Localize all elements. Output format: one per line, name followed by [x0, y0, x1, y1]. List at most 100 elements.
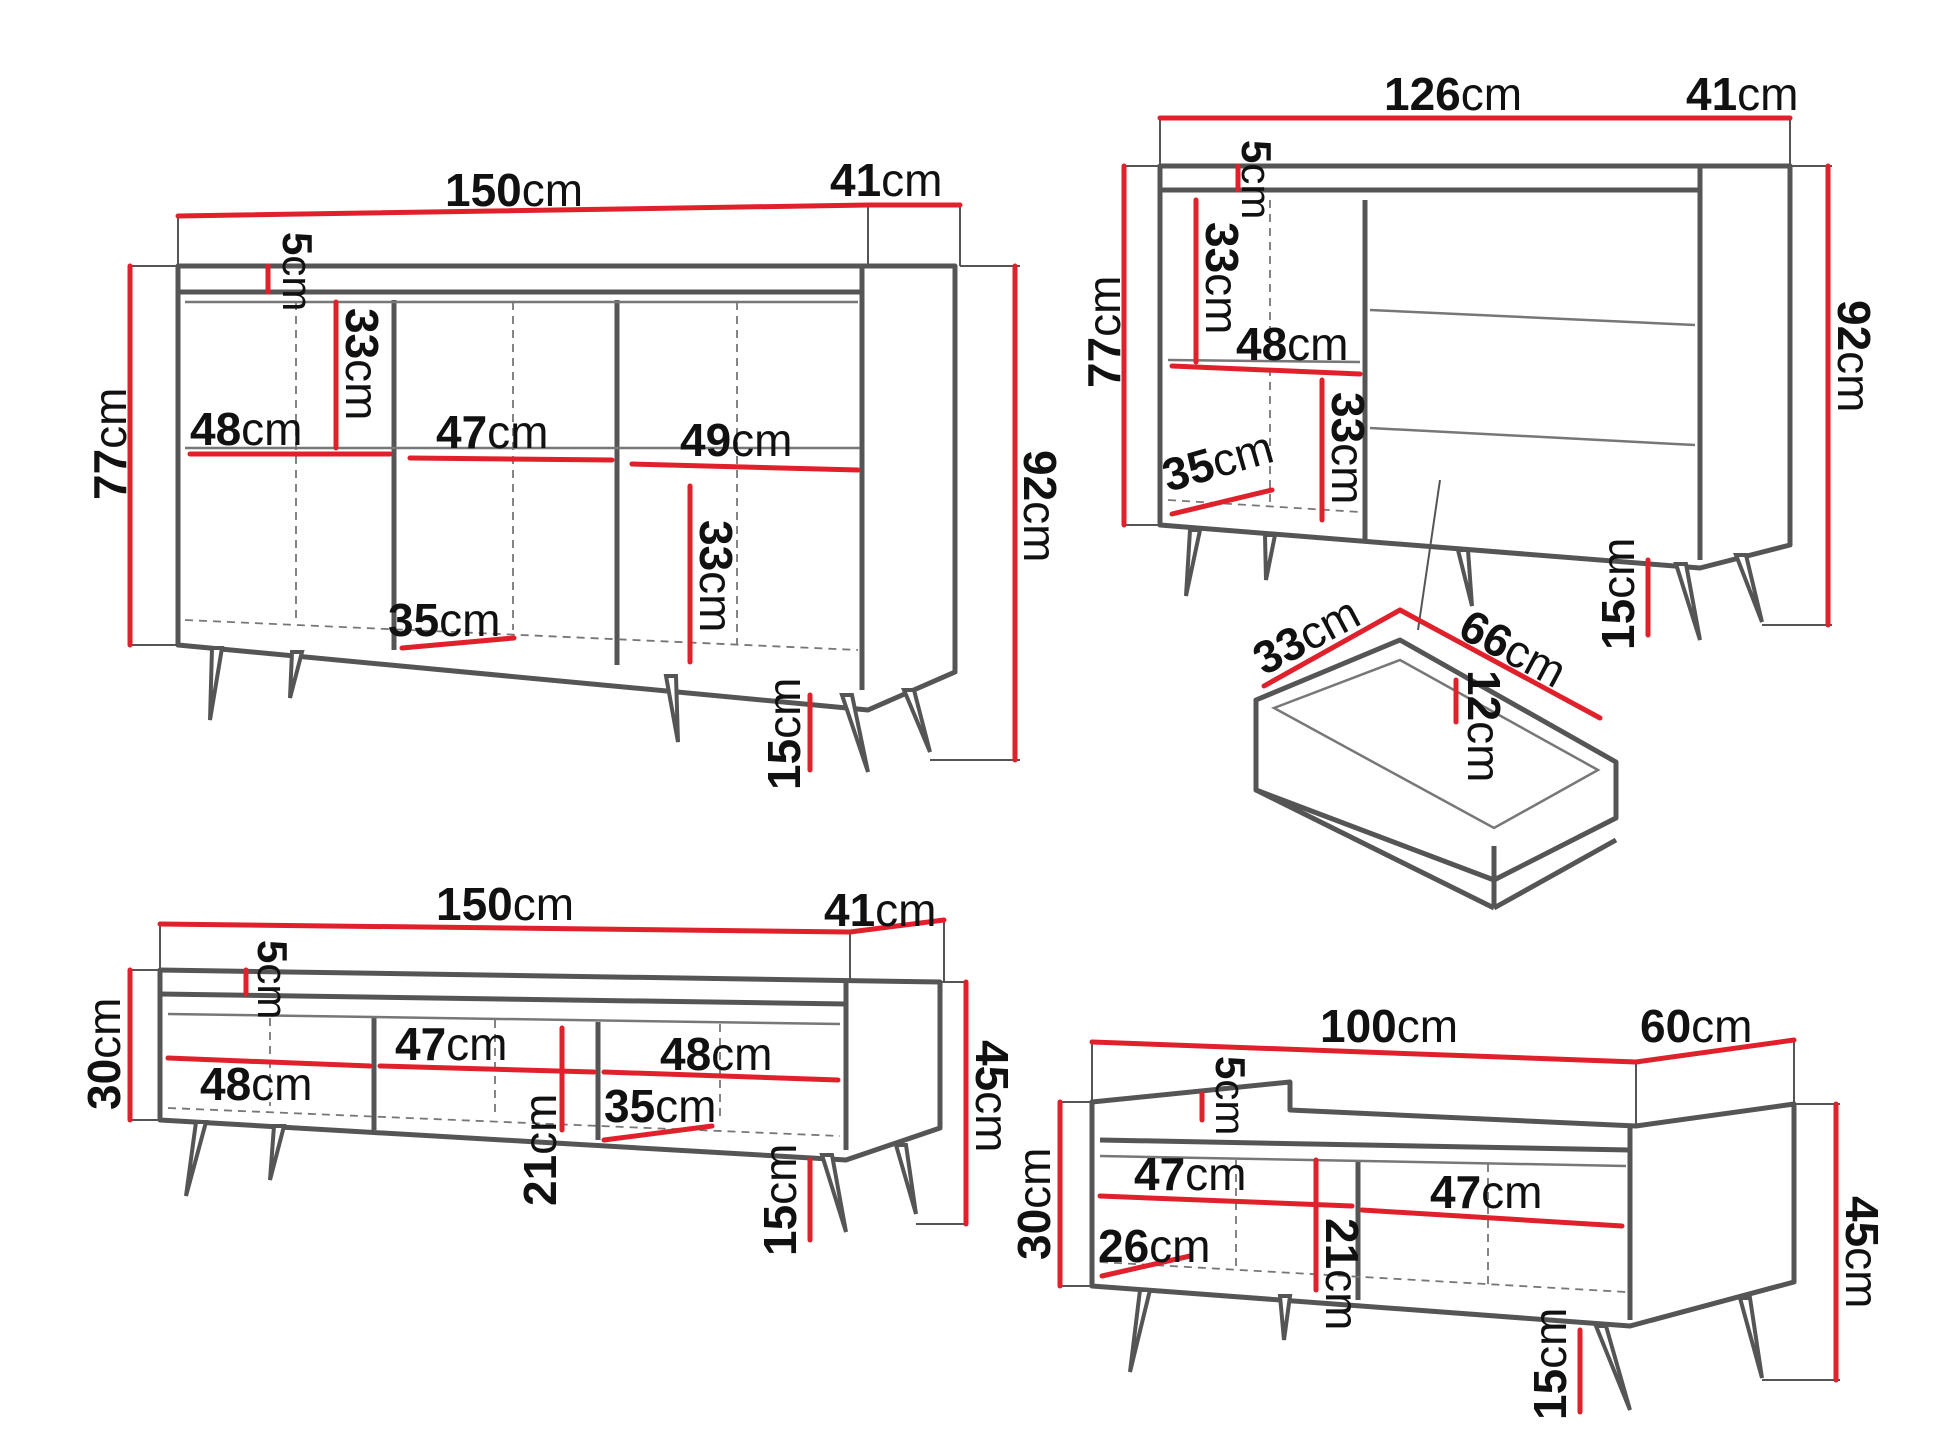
chest-bottom-back — [1167, 499, 1361, 513]
label-shelf-left: 47cm — [1134, 1148, 1247, 1200]
tv-stand: 150cm 41cm 5cm 30cm 45cm 48cm 47cm 48cm … — [78, 878, 1018, 1256]
chest-leg — [1455, 548, 1474, 607]
label-inner-height: 30cm — [1008, 1148, 1060, 1261]
label-leg-height: 15cm — [1592, 538, 1644, 651]
label-top-thickness: 5cm — [274, 232, 321, 311]
label-width: 150cm — [436, 878, 574, 930]
label-shelf-height-2: 33cm — [690, 520, 742, 633]
dim-line-shelf-right — [629, 461, 861, 473]
tv-stand-body-outline — [157, 967, 943, 1163]
label-shelf-middle: 47cm — [436, 406, 549, 458]
dim-line-inner-depth — [601, 1123, 715, 1143]
label-depth: 60cm — [1640, 1000, 1753, 1052]
tv-stand-top-edge — [159, 991, 847, 1007]
label-drawer-depth: 33cm — [1244, 586, 1368, 685]
label-inner-height: 30cm — [78, 998, 130, 1111]
coffee-table-leg — [1128, 1288, 1153, 1373]
coffee-table-leg — [1737, 1296, 1764, 1379]
chest-leg — [1733, 553, 1764, 623]
chest-leg — [1184, 528, 1203, 597]
dim-line-width — [1089, 1039, 1639, 1065]
coffee-table-leg — [1593, 1324, 1632, 1411]
dim-line-depth — [847, 917, 947, 935]
label-inner-depth: 26cm — [1098, 1220, 1211, 1272]
chest-shelf — [1167, 358, 1361, 364]
label-inner-depth: 35cm — [604, 1080, 717, 1132]
label-top-thickness: 5cm — [249, 940, 296, 1019]
chest-of-drawers: 126cm 41cm 5cm 33cm 48cm 33cm 35cm 77cm … — [1078, 68, 1880, 650]
label-width: 100cm — [1320, 1000, 1458, 1052]
coffee-table-top-edge — [1099, 1137, 1631, 1153]
chest-leg — [1262, 533, 1278, 581]
dim-line-shelf-middle — [377, 1063, 597, 1075]
coffee-table: 100cm 60cm 5cm 30cm 45cm 47cm 47cm 26cm … — [1008, 1000, 1888, 1420]
tv-stand-leg — [893, 1143, 918, 1215]
sideboard-leg — [900, 688, 932, 753]
label-shelf-width: 48cm — [1236, 318, 1349, 370]
label-total-height: 45cm — [1836, 1196, 1888, 1309]
tv-stand-leg — [184, 1120, 209, 1197]
drawer-pointer — [1417, 479, 1441, 631]
dim-line-inner-depth — [1099, 1253, 1193, 1279]
label-total-height: 92cm — [1828, 300, 1880, 413]
sideboard-three-door: 150cm 41cm 5cm 33cm 77cm 92cm 48cm 47cm … — [84, 154, 1066, 790]
tv-stand-inner-top — [167, 1012, 841, 1026]
drawer: 33cm 66cm 12cm — [1244, 586, 1619, 911]
label-shelf-middle: 47cm — [395, 1018, 508, 1070]
coffee-table-bottom-back — [1099, 1261, 1627, 1293]
dim-line-inner-depth — [1169, 487, 1275, 517]
dim-line-width — [157, 921, 853, 935]
label-total-height: 92cm — [1014, 450, 1066, 563]
coffee-table-inner-top — [1099, 1154, 1627, 1168]
label-shelf-left: 48cm — [190, 403, 303, 455]
label-leg-height: 15cm — [758, 678, 810, 791]
tv-stand-bottom-back — [167, 1107, 841, 1137]
label-shelf-height: 33cm — [336, 308, 388, 421]
chest-drawer-line-2 — [1369, 426, 1696, 447]
label-width: 150cm — [445, 164, 583, 216]
label-compartment-height: 21cm — [1316, 1218, 1368, 1331]
drawer-inner — [1271, 658, 1601, 830]
sideboard-leg — [208, 646, 225, 721]
tv-stand-leg — [268, 1124, 287, 1181]
label-depth: 41cm — [824, 884, 937, 936]
dim-line-shelf-left — [1097, 1193, 1355, 1209]
dim-line-inner-depth — [399, 635, 517, 651]
dim-line-width — [175, 202, 871, 219]
label-total-height: 45cm — [966, 1040, 1018, 1153]
label-shelf-height: 33cm — [1196, 222, 1248, 335]
label-leg-height: 15cm — [1524, 1308, 1576, 1421]
sideboard-leg — [839, 693, 870, 773]
sideboard-body-outline — [175, 263, 958, 713]
sideboard-bottom-back — [184, 619, 859, 651]
sideboard-leg — [663, 674, 680, 743]
tv-stand-leg — [819, 1153, 848, 1233]
dim-line-shelf-width — [1169, 363, 1363, 377]
label-shelf-right: 47cm — [1430, 1166, 1543, 1218]
label-shelf-right: 49cm — [680, 414, 793, 466]
chest-drawer-line-1 — [1369, 308, 1696, 327]
label-compartment-height: 21cm — [514, 1094, 566, 1207]
drawer-front-bottom — [1492, 837, 1618, 911]
dim-line-depth — [1633, 1037, 1797, 1065]
coffee-table-leg — [1277, 1294, 1293, 1341]
dim-line-shelf-right — [601, 1069, 841, 1083]
label-width: 126cm — [1384, 68, 1522, 120]
label-top-thickness: 5cm — [1207, 1056, 1254, 1135]
label-top-thickness: 5cm — [1233, 140, 1280, 219]
label-inner-height: 77cm — [84, 388, 136, 501]
dim-line-drawer-width — [1397, 607, 1603, 721]
label-drawer-height: 12cm — [1458, 670, 1510, 783]
label-shelf-left: 48cm — [200, 1058, 313, 1110]
dim-line-drawer-depth — [1261, 607, 1403, 689]
dim-line-shelf-left — [165, 1055, 373, 1069]
sideboard-leg — [288, 650, 305, 699]
dim-line-shelf-right — [1359, 1207, 1625, 1229]
label-inner-height: 77cm — [1078, 276, 1130, 389]
label-inner-depth: 35cm — [1156, 421, 1278, 502]
chest-leg — [1673, 562, 1702, 641]
label-depth: 41cm — [1686, 68, 1799, 120]
label-inner-depth: 35cm — [388, 594, 501, 646]
label-shelf-right: 48cm — [660, 1028, 773, 1080]
